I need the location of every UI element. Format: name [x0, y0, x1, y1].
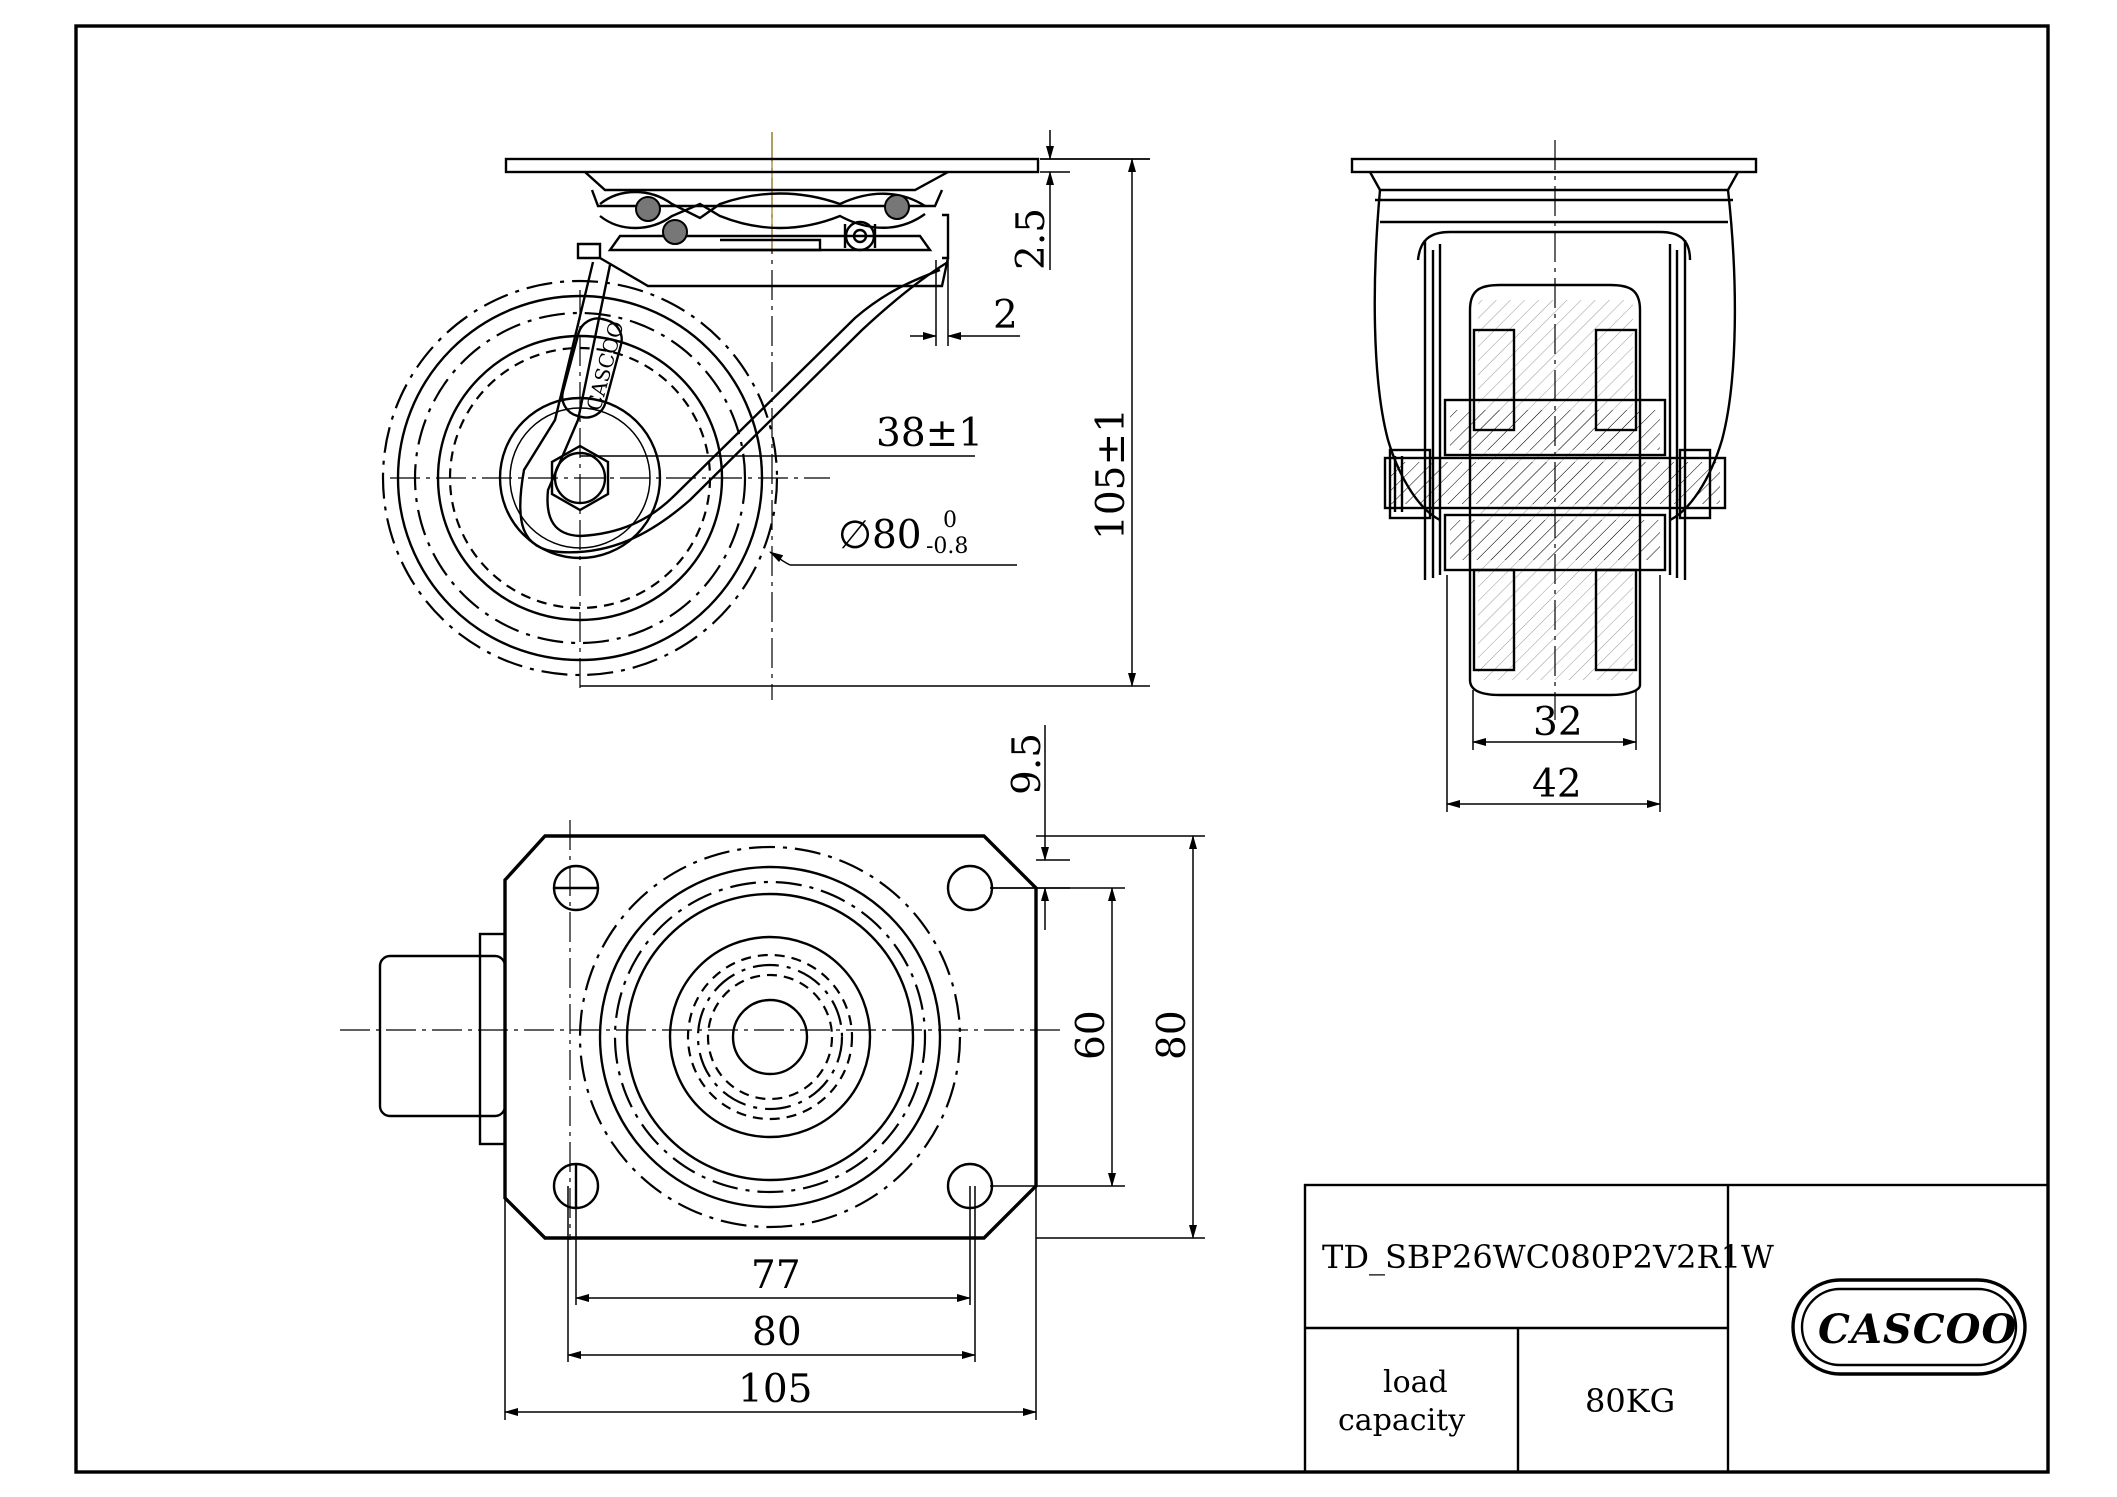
- dim-offset: 2: [993, 293, 1018, 338]
- dim-wheel-width: 32: [1533, 700, 1583, 745]
- section-view-dimensions: 32 42: [1446, 575, 1661, 812]
- dim-wheel-diameter: ∅80: [838, 513, 922, 558]
- title-load-label-1: load: [1383, 1365, 1448, 1400]
- company-logo: CASCOO: [1791, 1278, 2027, 1376]
- dim-wheel-tol-lower: -0.8: [926, 534, 968, 559]
- top-view: [340, 820, 1060, 1240]
- dim-total-height: 105±1: [1089, 408, 1134, 540]
- dim-swivel-offset: 38±1: [876, 411, 983, 456]
- title-load-value: 80KG: [1585, 1382, 1675, 1420]
- dim-plate-width-x: 105: [738, 1367, 812, 1412]
- side-view: CASCOO: [381, 132, 1040, 700]
- title-model: TD_SBP26WC080P2V2R1W: [1322, 1238, 1774, 1276]
- top-view-dimensions: 9.5 60 80 77 80 105: [504, 725, 1205, 1420]
- dim-fork-width: 42: [1532, 762, 1582, 807]
- company-logo-text: CASCOO: [1818, 1306, 2017, 1353]
- title-load-label-2: capacity: [1338, 1403, 1465, 1438]
- dim-hole-offset: 9.5: [1005, 733, 1050, 795]
- dim-hole-spacing-y: 60: [1069, 1010, 1114, 1060]
- dim-plate-inner-x: 80: [752, 1310, 802, 1355]
- dim-plate-thickness: 2.5: [1009, 208, 1054, 270]
- title-block: TD_SBP26WC080P2V2R1W load capacity 80KG …: [1303, 1183, 2050, 1474]
- side-view-dimensions: 2.5 2 38±1 ∅80 0 -0.8 105±1: [580, 130, 1150, 687]
- section-view: [1350, 140, 1758, 720]
- drawing-border: [74, 24, 2050, 1474]
- dim-wheel-tol-upper: 0: [943, 508, 957, 533]
- dim-hole-spacing-x: 77: [751, 1253, 801, 1298]
- dim-plate-width-y: 80: [1150, 1010, 1195, 1060]
